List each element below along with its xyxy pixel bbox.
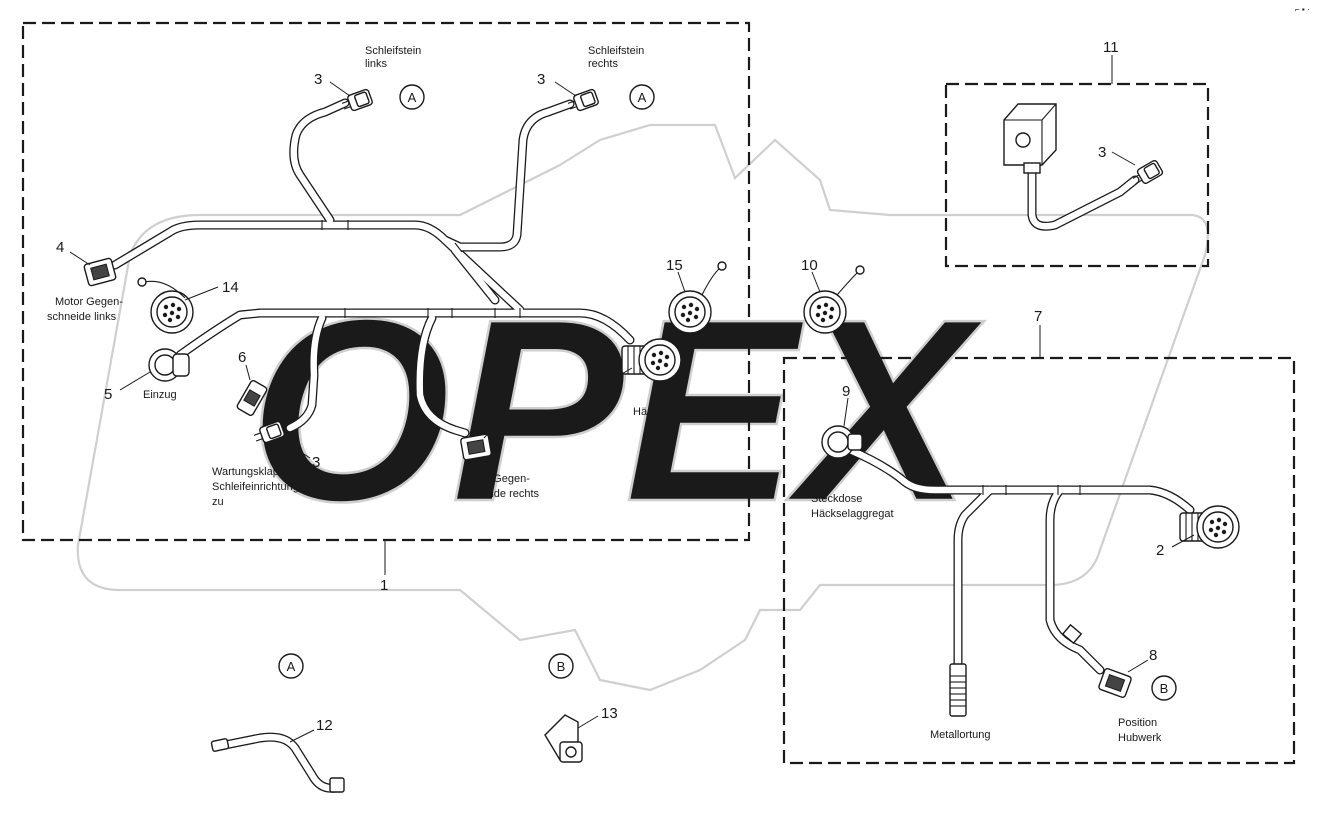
group-11-number: 11 xyxy=(1103,39,1119,56)
connector-4-rechts[interactable] xyxy=(459,433,493,461)
connector-14[interactable] xyxy=(150,290,194,334)
label-einzug: Einzug xyxy=(143,389,177,401)
label-metallortung: Metallortung xyxy=(930,729,991,741)
detail-marker-a1 xyxy=(399,84,425,110)
label-schleifstein-links-1: Schleifstein xyxy=(365,45,421,57)
connector-6[interactable] xyxy=(236,380,268,417)
label-wartung-1: Wartungsklappe xyxy=(212,466,291,478)
detail-marker-a2-text: A xyxy=(638,90,647,105)
detail-marker-b-detail-text: B xyxy=(557,659,566,674)
label-motor-links-1: Motor Gegen- xyxy=(55,296,123,308)
label-motor-rechts-1: Motor Gegen- xyxy=(462,473,530,485)
callout-8: 8 xyxy=(1149,647,1157,664)
cable-12[interactable] xyxy=(210,732,345,793)
label-motor-links-2: schneide links xyxy=(47,311,117,323)
connector-5[interactable] xyxy=(148,348,190,382)
callout-2-group7: 2 xyxy=(1156,542,1164,559)
callout-3-wartung: 3 xyxy=(312,454,320,471)
label-schleifstein-links-2: links xyxy=(365,58,388,70)
detail-marker-a2 xyxy=(629,84,655,110)
callout-13: 13 xyxy=(601,705,618,722)
label-haeckselaggregat: Häckselaggregat xyxy=(633,406,716,418)
callout-15: 15 xyxy=(666,257,683,274)
label-wartung-3: zu xyxy=(212,496,224,508)
label-schleifstein-rechts-1: Schleifstein xyxy=(588,45,644,57)
label-motor-rechts-2: schneide rechts xyxy=(462,488,540,500)
corner-mark: ⌐ ▪ · xyxy=(1295,5,1310,14)
harness-group-7 xyxy=(845,445,1195,675)
label-wartung-2: Schleifeinrichtung xyxy=(212,481,299,493)
callout-10: 10 xyxy=(801,257,818,274)
callout-14: 14 xyxy=(222,279,239,296)
socket-9[interactable] xyxy=(821,425,863,459)
detail-marker-b-group7-text: B xyxy=(1160,681,1169,696)
callout-9: 9 xyxy=(842,383,850,400)
detail-marker-b-group7 xyxy=(1151,675,1177,701)
callout-4-links: 4 xyxy=(56,239,64,256)
connector-4-links[interactable] xyxy=(82,257,118,287)
label-position-1: Position xyxy=(1118,717,1157,729)
callout-4-rechts: 4 xyxy=(513,411,521,428)
group-11-box xyxy=(944,82,1210,268)
group-1-box xyxy=(21,21,751,542)
sensor-13[interactable] xyxy=(544,714,583,763)
detail-marker-b-detail xyxy=(548,653,574,679)
harness-group-11 xyxy=(1027,160,1140,231)
connector-2-main[interactable] xyxy=(621,338,682,382)
group-1-number: 1 xyxy=(380,577,388,594)
sensor-box-11[interactable] xyxy=(1003,103,1057,174)
connector-2-group7[interactable] xyxy=(1179,505,1240,549)
callout-6: 6 xyxy=(238,349,246,366)
watermark-gear xyxy=(76,123,1209,692)
detail-marker-a-detail-text: A xyxy=(287,659,296,674)
connector-10[interactable] xyxy=(803,290,847,334)
label-steckdose-1: Steckdose xyxy=(811,493,862,505)
detail-marker-a-detail xyxy=(278,653,304,679)
callout-2-main: 2 xyxy=(592,377,600,394)
callout-12: 12 xyxy=(316,717,333,734)
group-7-number: 7 xyxy=(1034,308,1042,325)
group-7-box xyxy=(782,356,1296,765)
metal-sensor[interactable] xyxy=(949,663,967,717)
callout-3-links: 3 xyxy=(314,71,322,88)
callout-11-3: 3 xyxy=(1098,144,1106,161)
detail-marker-a1-text: A xyxy=(408,90,417,105)
label-steckdose-2: Häckselaggregat xyxy=(811,508,894,520)
label-position-2: Hubwerk xyxy=(1118,732,1162,744)
callout-3-rechts: 3 xyxy=(537,71,545,88)
label-schleifstein-rechts-2: rechts xyxy=(588,58,618,70)
harness-group-1 xyxy=(110,98,635,438)
callout-5: 5 xyxy=(104,386,112,403)
connector-15[interactable] xyxy=(668,290,712,334)
